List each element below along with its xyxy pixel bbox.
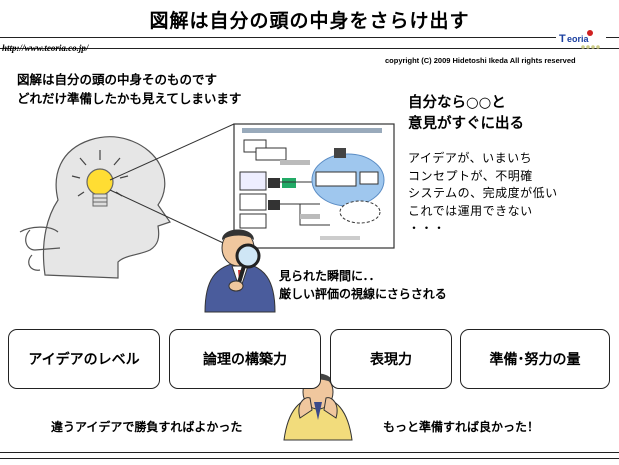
title-rule-bottom [0,48,619,49]
title-rule-top [0,37,619,38]
footer-rule-bottom [0,458,619,459]
diagram-document-thumbnail [233,123,395,249]
bottom-left-text: 違うアイデアで勝負すればよかった [51,420,243,434]
reasons-list: アイデアが、いまいち コンセプトが、不明確 システムの、完成度が低い これでは運… [408,150,558,238]
reason-item: コンセプトが、不明確 [408,168,533,183]
reason-item: システムの、完成度が低い [408,186,558,200]
intro-text: 図解は自分の頭の中身そのものです どれだけ準備したかも見えてしまいます [17,70,241,108]
box-idea-level: アイデアのレベル [8,329,160,389]
intro-line-1: 図解は自分の頭の中身そのものです [17,72,218,87]
caption-line-2: 厳しい評価の視線にさらされる [279,287,447,301]
man-with-magnifying-glass-illustration [204,229,276,313]
site-url: http://www.teoria.co.jp/ [2,43,89,53]
right-heading: 自分なら○○と 意見がすぐに出る [408,93,524,135]
box-preparation: 準備･努力の量 [460,329,610,389]
right-heading-line-1: 自分なら○○と [408,95,506,111]
copyright-text: copyright (C) 2009 Hidetoshi Ikeda All r… [385,56,576,65]
box-logic-skill: 論理の構築力 [169,329,321,389]
reason-item: アイデアが、いまいち [408,151,533,165]
head-silhouette-illustration [19,136,171,279]
bottom-right-text: もっと準備すれば良かった！ [383,420,540,434]
evaluation-caption: 見られた瞬間に．． 厳しい評価の視線にさらされる [279,267,447,303]
box-expression: 表現力 [330,329,452,389]
footer-rule-top [0,452,619,453]
view-cone-lines [109,123,235,249]
page-title: 図解は自分の頭の中身をさらけ出す [149,10,470,32]
reason-item: ・・・ [408,221,446,235]
right-heading-line-2: 意見がすぐに出る [408,116,524,132]
reason-item: これでは運用できない [408,203,533,218]
caption-line-1: 見られた瞬間に．． [279,269,381,283]
intro-line-2: どれだけ準備したかも見えてしまいます [17,91,242,106]
